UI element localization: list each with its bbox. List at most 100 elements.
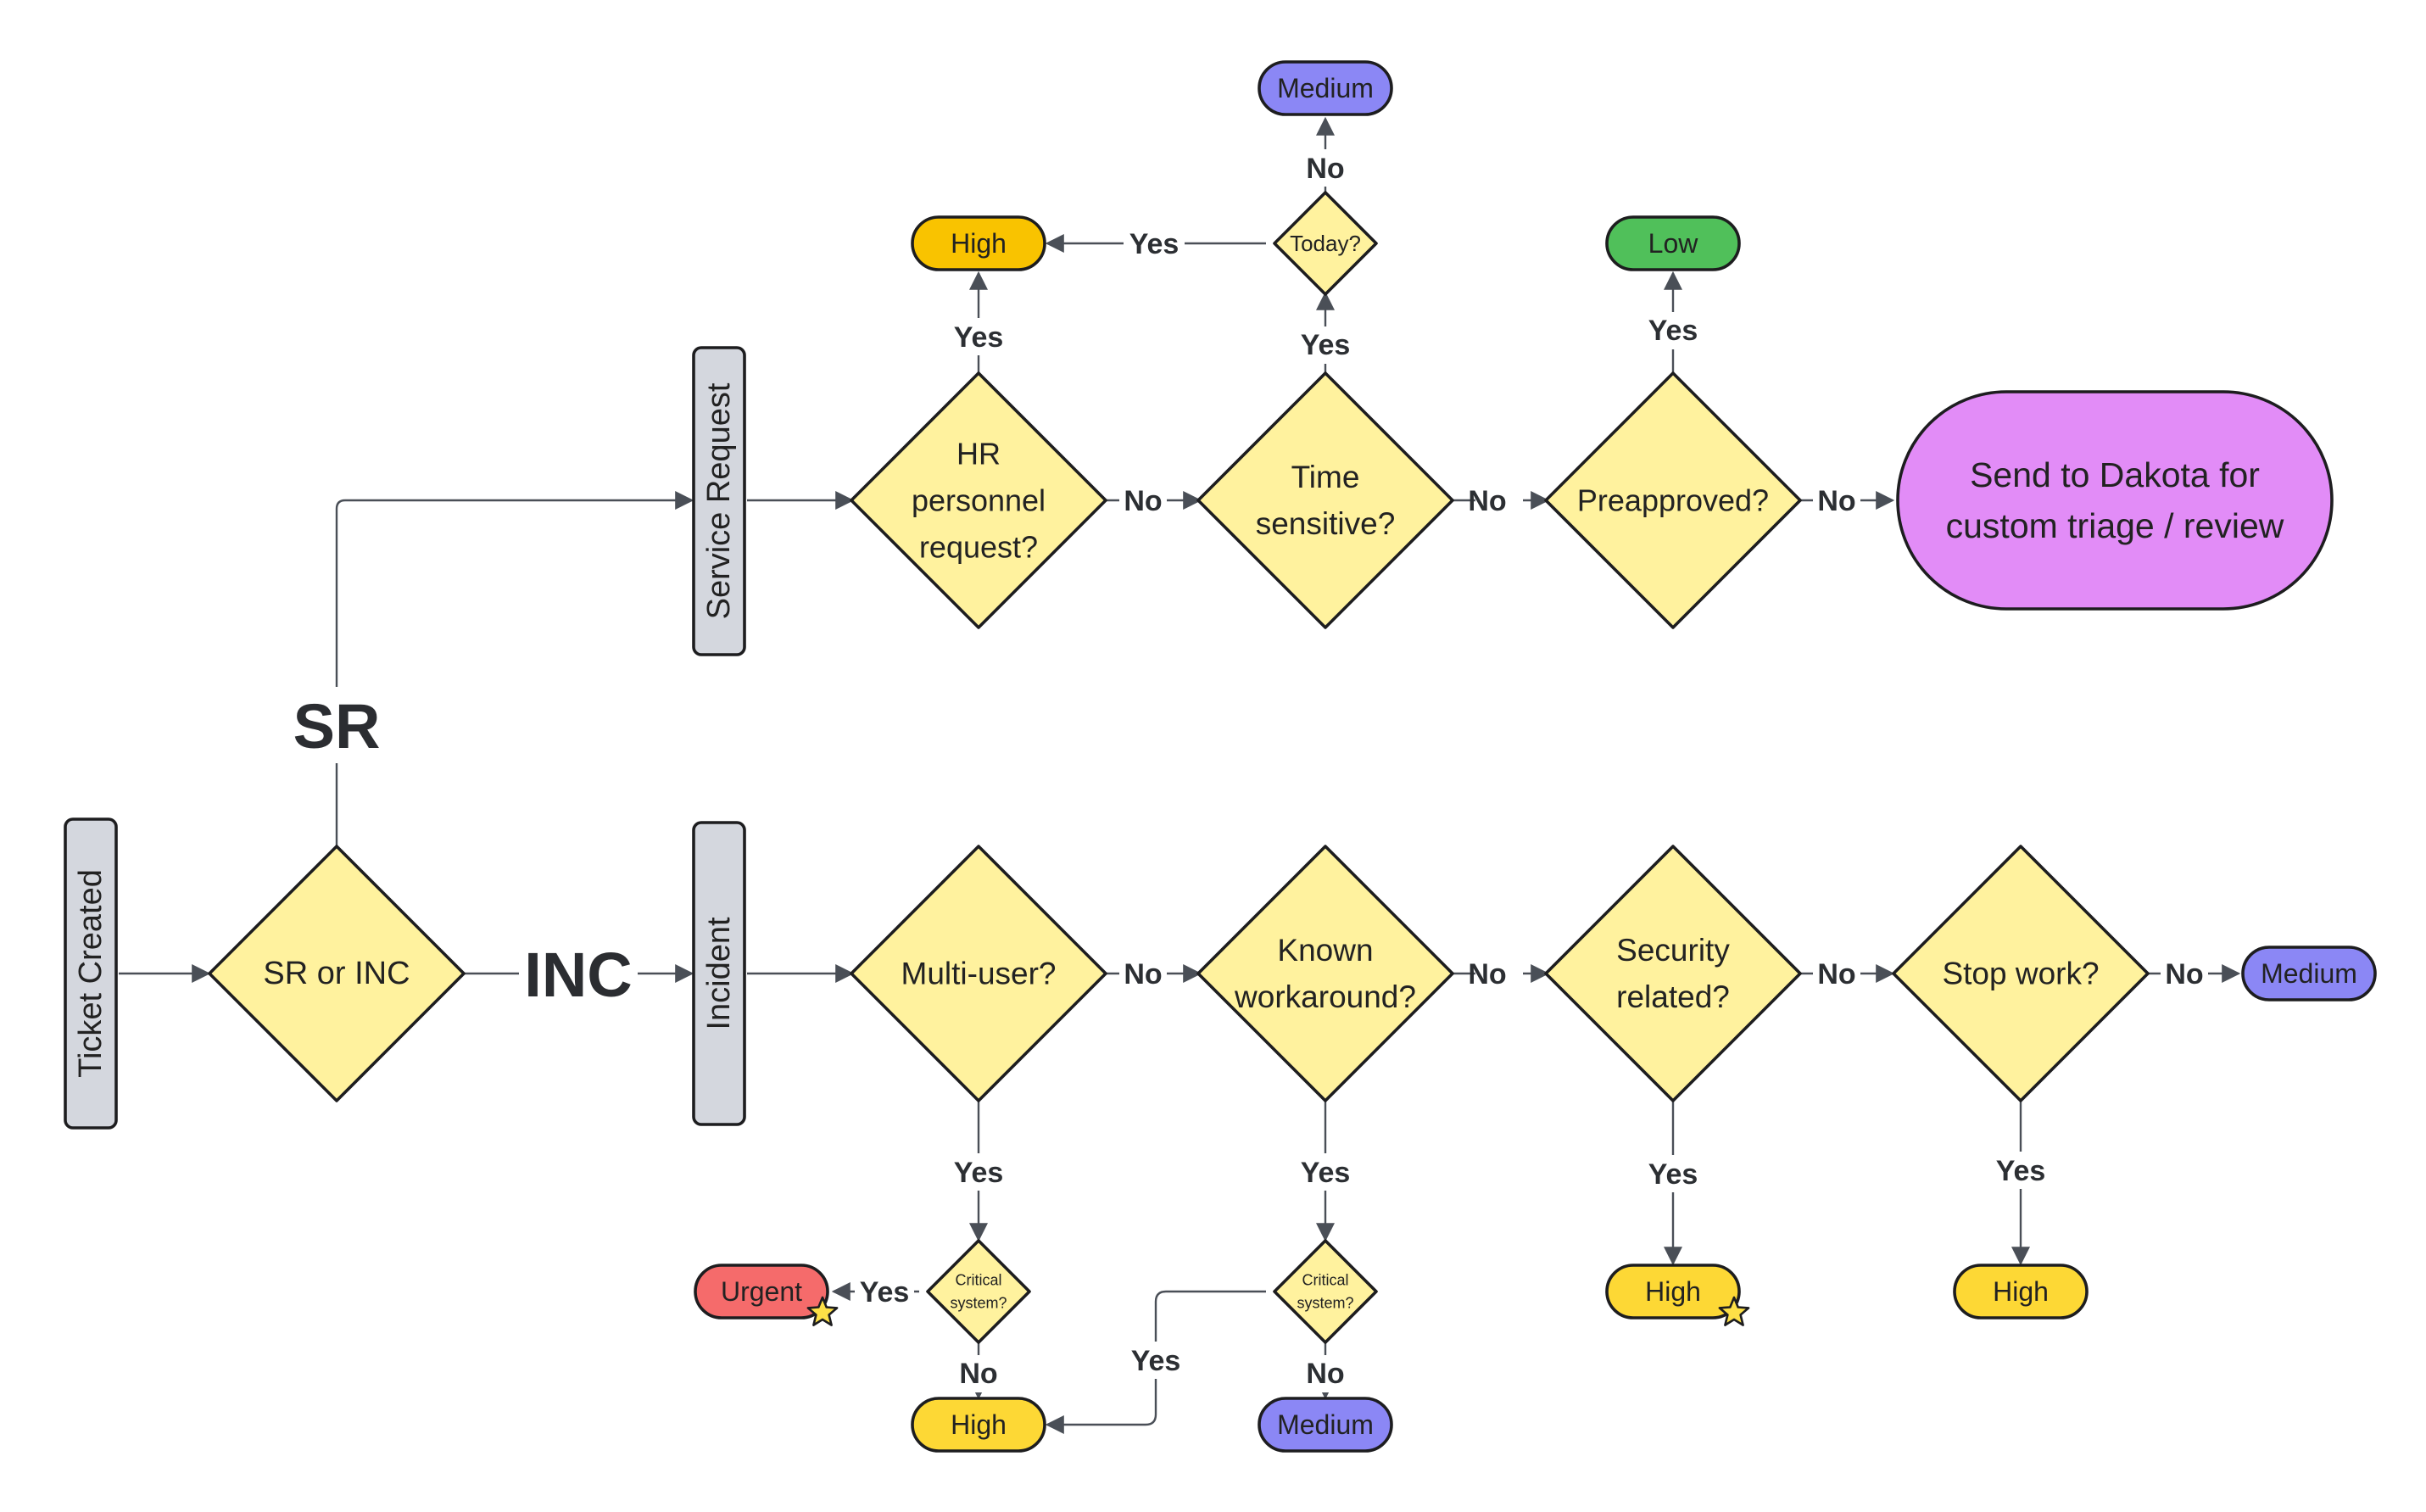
decision-time: Time sensitive? xyxy=(1196,371,1454,629)
label-stop-no: No xyxy=(2165,958,2203,990)
decision-preapproved-text-line-1: Preapproved? xyxy=(1577,483,1769,518)
label-security-no: No xyxy=(1817,958,1855,990)
decision-known-text-line-2: workaround? xyxy=(1234,979,1416,1014)
decision-hr: HR personnel request? xyxy=(850,371,1107,629)
decision-today-diamond xyxy=(1273,191,1378,296)
decision-security-text-line-1: Security xyxy=(1616,933,1730,968)
decision-sr-or-inc-diamond xyxy=(208,845,466,1102)
outcome-medium-stop-label: Medium xyxy=(2261,958,2357,989)
label-crit1-no: No xyxy=(959,1358,997,1390)
star-icon xyxy=(806,1296,839,1326)
decision-time-diamond xyxy=(1196,371,1454,629)
label-today-yes: Yes xyxy=(1129,228,1180,260)
outcome-low-label: Low xyxy=(1648,228,1699,259)
label-hr-no: No xyxy=(1124,485,1162,517)
outcome-high-security-pill xyxy=(1605,1264,1741,1320)
lane-ticket-created-box xyxy=(64,817,118,1130)
decision-security-text-line-2: related? xyxy=(1616,979,1730,1014)
edge-sr-branch xyxy=(335,491,694,848)
outcome-low-pill xyxy=(1605,215,1741,271)
decision-stop: Stop work? xyxy=(1892,845,2150,1102)
decision-sr-or-inc: SR or INC xyxy=(208,845,466,1102)
label-crit2-yes: Yes xyxy=(1131,1345,1181,1377)
label-crit2-no: No xyxy=(1306,1358,1344,1390)
label-crit1-yes: Yes xyxy=(860,1276,910,1308)
outcome-urgent-pill xyxy=(694,1264,829,1320)
outcome-medium-stop: Medium xyxy=(2241,946,2377,1001)
decision-known-text-line-1: Known xyxy=(1277,933,1373,968)
decision-known-diamond xyxy=(1196,845,1454,1102)
outcome-urgent-label: Urgent xyxy=(721,1276,802,1307)
label-stop-yes: Yes xyxy=(1996,1155,2046,1187)
nodes: SR or INC HR personnel request? Time sensitiv… xyxy=(208,60,2377,1453)
outcome-high-hr-label: High xyxy=(951,228,1007,259)
outcome-medium-stop-pill xyxy=(2241,946,2377,1001)
edges xyxy=(119,116,2241,1434)
decision-crit1-diamond xyxy=(926,1239,1031,1344)
decision-hr-diamond xyxy=(850,371,1107,629)
label-preapproved-no: No xyxy=(1817,485,1855,517)
label-multi-no: No xyxy=(1124,958,1162,990)
decision-multi: Multi-user? xyxy=(850,845,1107,1102)
outcome-high-security-label: High xyxy=(1645,1276,1701,1307)
label-security-yes: Yes xyxy=(1648,1158,1698,1191)
decision-crit1-text-line-1: Critical xyxy=(955,1272,1001,1289)
outcome-high-stop: High xyxy=(1953,1264,2089,1320)
lane-ticket-created-label: Ticket Created xyxy=(73,869,109,1078)
outcome-medium-today-label: Medium xyxy=(1277,73,1374,103)
decision-crit1: Critical system? xyxy=(926,1239,1031,1344)
label-preapproved-yes: Yes xyxy=(1648,315,1698,347)
outcome-high-crit1-pill xyxy=(911,1397,1046,1453)
decision-hr-text-line-3: request? xyxy=(919,530,1038,565)
edge-labels: No No No Yes Yes Yes No Yes No No No No … xyxy=(855,149,2208,1392)
decision-today-text-line-1: Today? xyxy=(1290,231,1361,256)
outcome-medium-today-pill xyxy=(1258,60,1393,116)
decision-multi-diamond xyxy=(850,845,1107,1102)
decision-today: Today? xyxy=(1273,191,1378,296)
outcome-high-hr-pill xyxy=(911,215,1046,271)
label-today-no: No xyxy=(1306,153,1344,185)
lane-service-request-box xyxy=(692,346,746,656)
lane-incident: Incident xyxy=(692,821,746,1126)
star-icon xyxy=(1718,1296,1750,1326)
decision-crit2-text-line-1: Critical xyxy=(1302,1272,1348,1289)
outcome-custom-text-line-2: custom triage / review xyxy=(1946,506,2284,545)
label-multi-yes: Yes xyxy=(954,1157,1004,1189)
outcome-custom-pill xyxy=(1896,390,2334,611)
label-known-yes: Yes xyxy=(1301,1157,1351,1189)
outcome-medium-crit2-pill xyxy=(1258,1397,1393,1453)
decision-known: Known workaround? xyxy=(1196,845,1454,1102)
decision-multi-text-line-1: Multi-user? xyxy=(901,957,1057,991)
outcome-high-crit1-label: High xyxy=(951,1409,1007,1440)
decision-crit1-text-line-2: system? xyxy=(950,1295,1007,1312)
outcome-high-crit1: High xyxy=(911,1397,1046,1453)
lane-ticket-created: Ticket Created xyxy=(64,817,118,1130)
decision-security-diamond xyxy=(1544,845,1802,1102)
decision-time-text-line-2: sensitive? xyxy=(1256,506,1396,541)
outcome-high-stop-pill xyxy=(1953,1264,2089,1320)
decision-time-text-line-1: Time xyxy=(1291,460,1360,494)
outcome-high-security: High xyxy=(1605,1264,1750,1326)
decision-hr-text-line-2: personnel xyxy=(912,483,1046,518)
decision-preapproved: Preapproved? xyxy=(1544,371,1802,629)
outcome-urgent: Urgent xyxy=(694,1264,839,1326)
lane-incident-label: Incident xyxy=(701,917,737,1030)
label-hr-yes: Yes xyxy=(954,321,1004,354)
outcome-medium-today: Medium xyxy=(1258,60,1393,116)
decision-preapproved-diamond xyxy=(1544,371,1802,629)
decision-sr-or-inc-text-line-1: SR or INC xyxy=(263,956,410,991)
outcome-custom-text-line-1: Send to Dakota for xyxy=(1970,455,2260,494)
outcome-custom: Send to Dakota for custom triage / review xyxy=(1896,390,2334,611)
decision-stop-diamond xyxy=(1892,845,2150,1102)
lane-service-request-label: Service Request xyxy=(701,382,737,619)
decision-stop-text-line-1: Stop work? xyxy=(1942,957,2099,991)
outcome-medium-crit2-label: Medium xyxy=(1277,1409,1374,1440)
decision-security: Security related? xyxy=(1544,845,1802,1102)
outcome-high-stop-label: High xyxy=(1993,1276,2049,1307)
decision-hr-text-line-1: HR xyxy=(956,437,1001,471)
label-known-no: No xyxy=(1468,958,1506,990)
lane-service-request: Service Request xyxy=(692,346,746,656)
branch-label-sr: SR xyxy=(293,691,381,762)
